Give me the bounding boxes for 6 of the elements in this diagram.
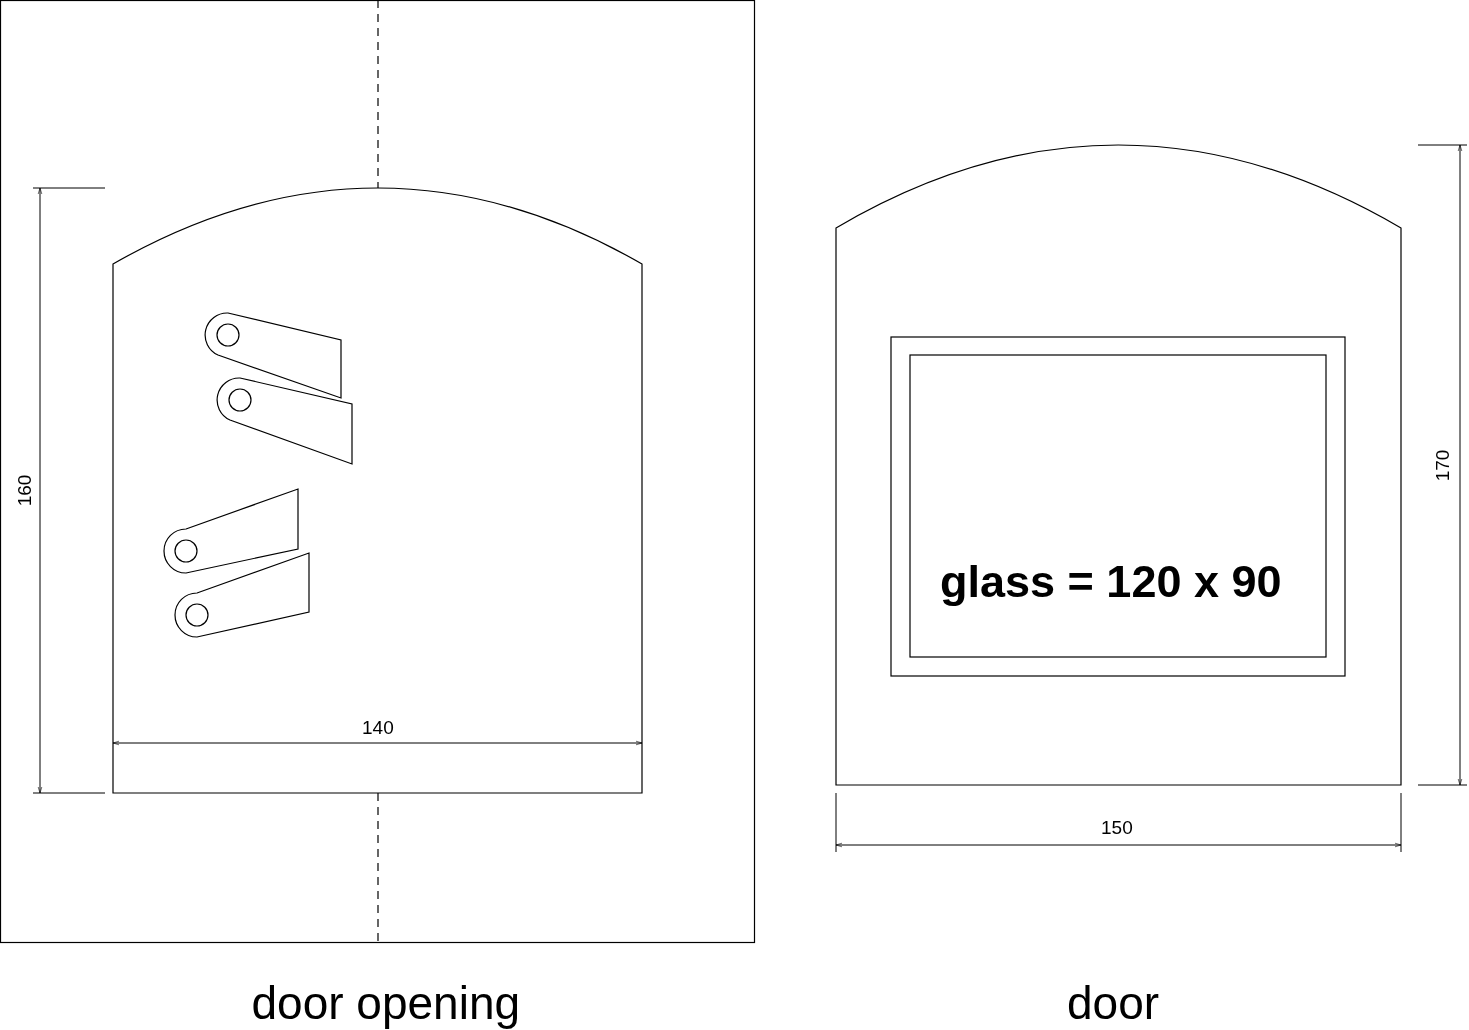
dimension-value: 170 [1433,449,1453,481]
glass-size-note: glass = 120 x 90 [940,558,1282,604]
dimension-value: 140 [362,717,394,737]
dimension-value: 150 [1101,817,1133,837]
drawing-caption: door [1067,980,1160,1026]
dimension-value: 160 [15,474,35,506]
